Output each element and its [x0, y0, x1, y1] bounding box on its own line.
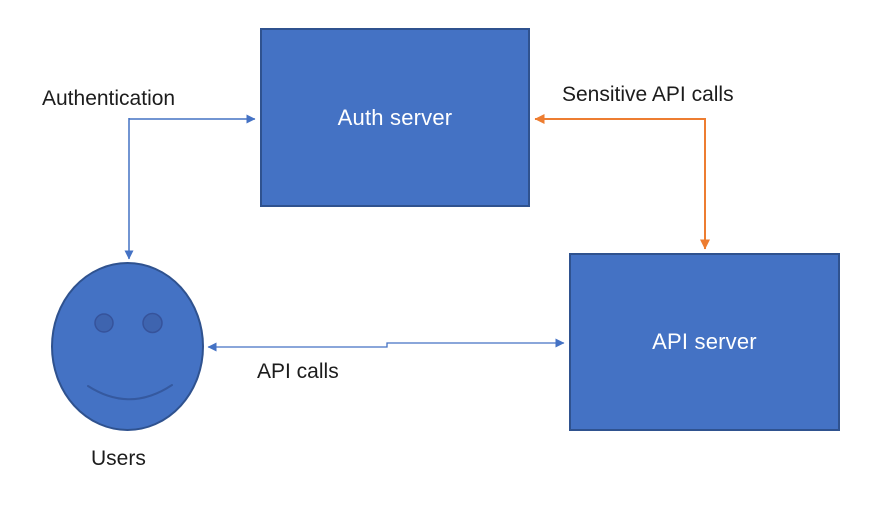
api-calls-edge-label: API calls — [257, 360, 339, 383]
smiley-smile — [87, 384, 173, 401]
api-calls-arrow — [207, 338, 565, 352]
smiley-head — [51, 262, 204, 431]
authentication-edge-label: Authentication — [42, 87, 176, 110]
sensitive-api-calls-arrow — [534, 114, 710, 250]
auth-server-label: Auth server — [337, 104, 453, 130]
users-smiley-face — [51, 262, 204, 431]
api-server-node: API server — [569, 253, 840, 431]
sensitive-api-calls-edge-label: Sensitive API calls — [562, 83, 734, 106]
api-server-label: API server — [652, 329, 757, 354]
users-node-label: Users — [91, 447, 146, 470]
smiley-left-eye — [94, 313, 114, 333]
smiley-right-eye — [142, 312, 163, 334]
auth-server-node: Auth server — [260, 28, 530, 207]
